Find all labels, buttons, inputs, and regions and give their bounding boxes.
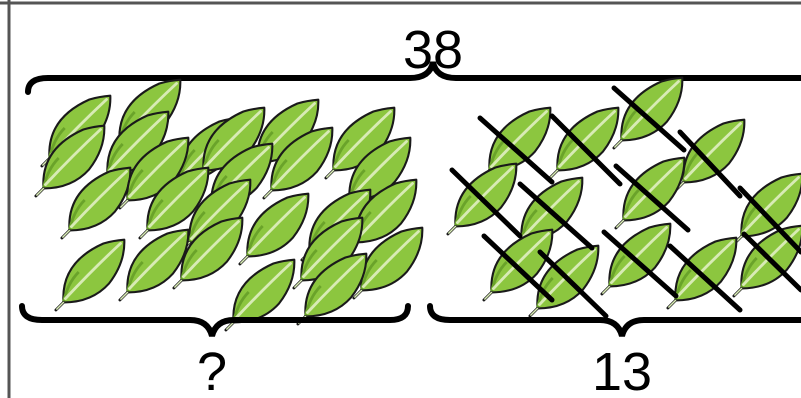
leaf-icon	[550, 108, 618, 178]
unknown-label: ?	[197, 342, 227, 398]
bottom-left-brace	[22, 306, 408, 336]
remaining-leaves-group	[36, 80, 422, 330]
leaf-icon	[240, 194, 308, 264]
crossed-out-label: 13	[592, 342, 652, 398]
leaf-icon	[120, 230, 188, 300]
leaf-icon	[56, 240, 124, 310]
bottom-right-brace	[430, 306, 801, 336]
total-label: 38	[403, 20, 463, 80]
leaf-icon	[676, 120, 744, 190]
